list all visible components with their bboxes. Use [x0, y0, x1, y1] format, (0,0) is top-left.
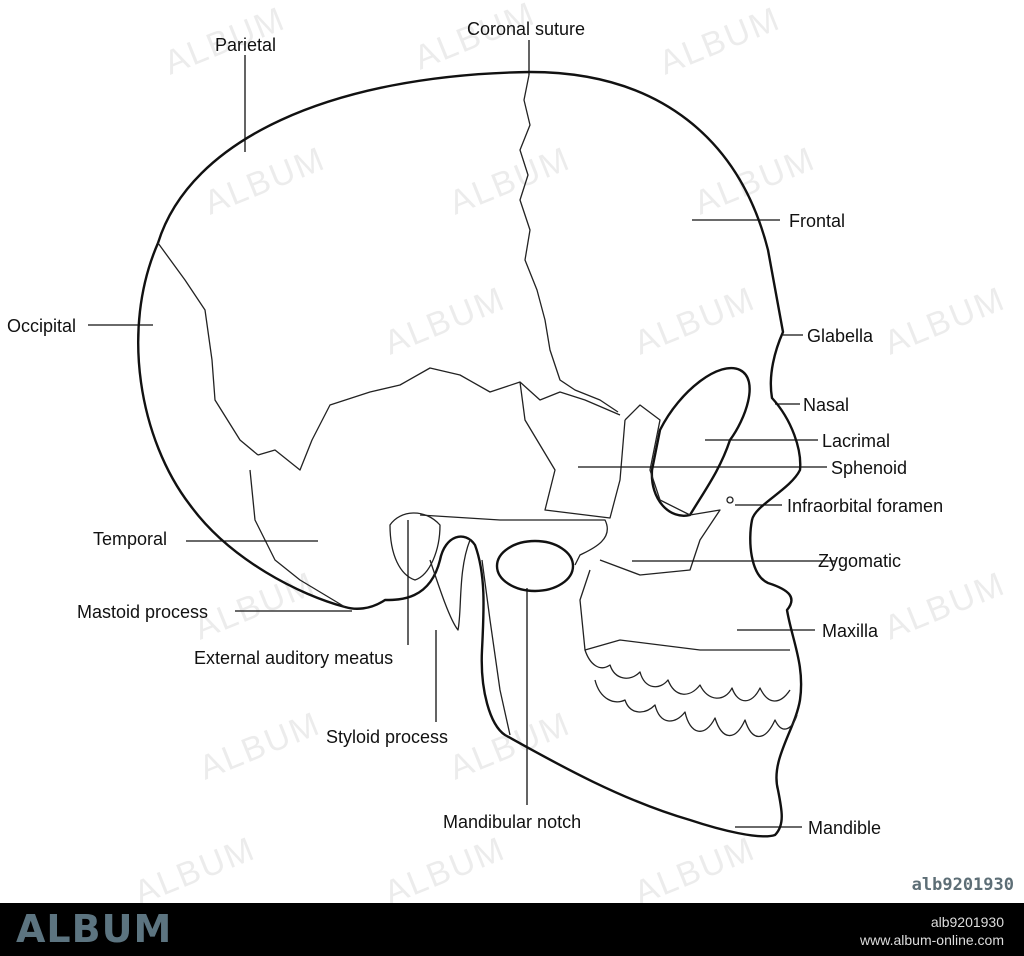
label-styloid-process: Styloid process: [326, 727, 448, 747]
skull-drawing: [137, 70, 803, 838]
footer-image-id: alb9201930: [930, 914, 1004, 930]
maxilla-outline: [579, 569, 790, 651]
orbit-outline: [650, 367, 751, 517]
infraorbital-foramen-mark: [726, 496, 734, 504]
watermark: ALBUM: [629, 830, 761, 903]
skull-illustration: ALBUM ALBUM ALBUM ALBUM ALBUM ALBUM ALBU…: [7, 0, 1011, 912]
mastoid-detail: [389, 512, 441, 581]
sphenoid-outline: [519, 381, 626, 519]
watermark: ALBUM: [444, 140, 576, 223]
label-maxilla: Maxilla: [822, 621, 879, 641]
skull-diagram: ALBUM ALBUM ALBUM ALBUM ALBUM ALBUM ALBU…: [7, 0, 1011, 912]
image-id-stamp: alb9201930: [911, 875, 1014, 895]
cranium-outline: [137, 70, 803, 838]
footer-url-link[interactable]: www.album-online.com: [860, 932, 1004, 948]
label-infraorbital-foramen: Infraorbital foramen: [787, 496, 943, 516]
watermark: ALBUM: [199, 140, 331, 223]
label-sphenoid: Sphenoid: [831, 458, 907, 478]
leader-lines: [88, 40, 835, 828]
label-lacrimal: Lacrimal: [822, 431, 890, 451]
watermark: ALBUM: [654, 0, 786, 82]
watermark-layer: ALBUM ALBUM ALBUM ALBUM ALBUM ALBUM ALBU…: [129, 0, 1011, 912]
footer-bar: ALBUM alb9201930 www.album-online.com: [0, 903, 1024, 956]
label-external-auditory-meatus: External auditory meatus: [194, 648, 393, 668]
mandible-ramus: [481, 559, 511, 736]
watermark: ALBUM: [629, 280, 761, 363]
zygomatic-outline: [599, 404, 721, 576]
watermark: ALBUM: [379, 830, 511, 903]
label-coronal-suture: Coronal suture: [467, 19, 585, 39]
temporal-lower-line: [249, 469, 346, 608]
label-nasal: Nasal: [803, 395, 849, 415]
watermark: ALBUM: [189, 565, 321, 648]
lambdoid-suture-line: [157, 242, 259, 456]
label-frontal: Frontal: [789, 211, 845, 231]
squamosal-suture-line: [257, 367, 621, 471]
album-logo[interactable]: ALBUM: [16, 907, 173, 951]
mandibular-notch-ellipse: [495, 539, 575, 593]
styloid-process-shape: [429, 539, 471, 631]
label-mandibular-notch: Mandibular notch: [443, 812, 581, 832]
label-mastoid-process: Mastoid process: [77, 602, 208, 622]
label-temporal: Temporal: [93, 529, 167, 549]
label-zygomatic: Zygomatic: [818, 551, 901, 571]
label-occipital: Occipital: [7, 316, 76, 336]
label-glabella: Glabella: [807, 326, 874, 346]
watermark: ALBUM: [444, 705, 576, 788]
labels: Parietal Coronal suture Frontal Occipita…: [7, 19, 943, 838]
watermark: ALBUM: [879, 565, 1011, 648]
coronal-suture-line: [519, 74, 619, 413]
watermark: ALBUM: [194, 705, 326, 788]
watermark: ALBUM: [379, 280, 511, 363]
label-mandible: Mandible: [808, 818, 881, 838]
zygomatic-arch: [419, 514, 608, 566]
watermark: ALBUM: [129, 830, 261, 903]
label-parietal: Parietal: [215, 35, 276, 55]
watermark: ALBUM: [879, 280, 1011, 363]
upper-teeth: [584, 649, 798, 738]
